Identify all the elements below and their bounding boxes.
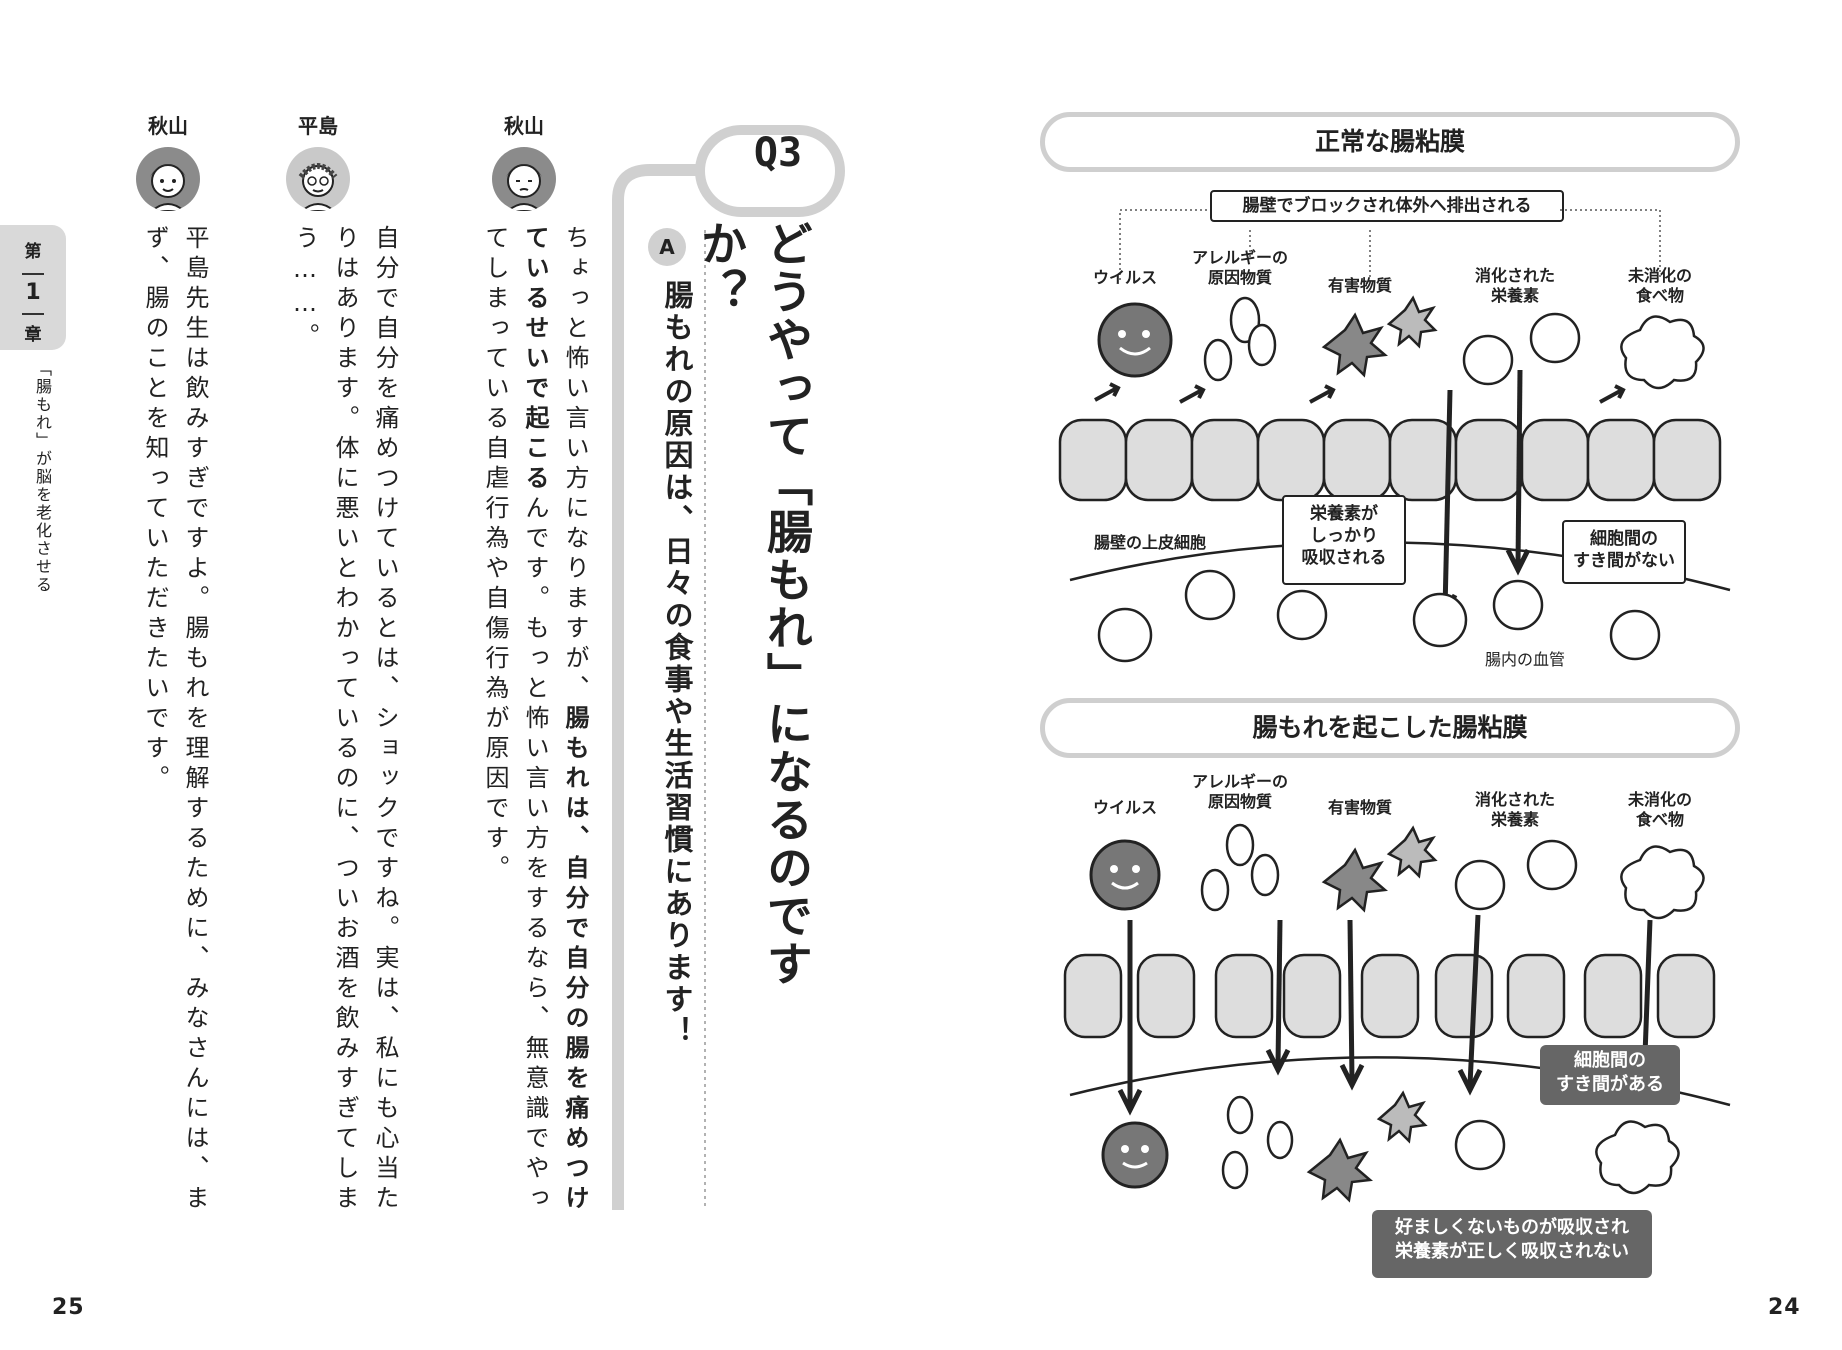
paragraph-1-emphasis: 腸もれは、自分で自分の腸を痛めつけているせいで起こる: [521, 225, 589, 1215]
harmful-substance-icon: [1321, 312, 1388, 378]
nutrient-icon: [1454, 859, 1506, 911]
vessel-label: 腸内の血管: [1484, 650, 1565, 669]
block-bracket: [1119, 209, 1661, 280]
avatar: [136, 147, 200, 211]
virus-icon: [1101, 1121, 1169, 1189]
absorb-arrow-icon: [1442, 389, 1453, 611]
leak-arrow-icon: [1467, 914, 1481, 1086]
bottom-panel-heading: 腸もれを起こした腸粘膜: [1040, 698, 1740, 758]
allergen-icon: [1225, 823, 1255, 867]
chapter-title: 「腸もれ」が脳を老化させる: [33, 360, 52, 594]
top-panel-heading: 正常な腸粘膜: [1040, 112, 1740, 172]
label-nutrient: 消化された 栄養素: [1474, 790, 1555, 829]
undigested-food-icon: [1620, 315, 1705, 390]
speaker-hirashima: 平島: [278, 110, 358, 211]
question-frame: [612, 125, 845, 1210]
leak-arrow-icon: [1347, 919, 1355, 1081]
virus-icon: [1097, 302, 1173, 378]
answer-badge: A: [648, 228, 686, 266]
leaky-mucosa-illustration: [1063, 823, 1731, 1203]
blocked-arrow-icon: [1599, 384, 1626, 404]
leak-arrow-icon: [1275, 919, 1283, 1066]
speaker-name: 平島: [298, 114, 338, 138]
label-harmful: 有害物質: [1327, 798, 1392, 817]
allergen-icon: [1200, 868, 1230, 912]
paragraph-1-end: んです。もっと怖い言い方をするなら、無意識でやってしまっている自虐行為や自傷行為…: [481, 225, 549, 1215]
question-title: どうやって「腸もれ」になるのですか？: [694, 220, 814, 988]
chapter-tab: 第 1 章: [0, 225, 66, 350]
label-virus: ウイルス: [1092, 268, 1157, 287]
label-allergen: アレルギーの 原因物質: [1191, 248, 1288, 287]
paragraph-1-start: ちょっと怖い言い方になりますが、: [561, 225, 589, 705]
harmful-substance-icon: [1386, 295, 1438, 349]
undigested-food-icon: [1620, 845, 1705, 920]
blocked-arrow-icon: [1309, 384, 1336, 404]
allergen-icon: [1203, 338, 1233, 382]
speaker-name: 秋山: [148, 114, 188, 138]
paragraph-3: 平島先生は飲みすぎですよ。腸もれを理解するために、みなさんには、まず、腸のことを…: [141, 225, 209, 1215]
absorb-arrow-icon: [1515, 369, 1523, 566]
page-number-right: 24: [1768, 1295, 1801, 1320]
leak-arrow-icon: [1642, 919, 1653, 1056]
avatar: [286, 147, 350, 211]
epithelial-cells-gapped: [1063, 953, 1716, 1039]
absorb-bubble: 栄養素が しっかり 吸収される: [1282, 495, 1406, 585]
chapter-tab-bottom: 章: [24, 325, 42, 345]
blocked-arrow-icon: [1179, 384, 1206, 404]
label-allergen: アレルギーの 原因物質: [1191, 772, 1288, 811]
label-nutrient: 消化された 栄養素: [1474, 266, 1555, 305]
avatar: [492, 147, 556, 211]
harmful-substance-icon: [1321, 847, 1388, 913]
paragraph-2: 自分で自分を痛めつけているとは、ショックですね。実は、私にも心当たりはあります。…: [291, 225, 399, 1215]
gap-none-label: 細胞間の すき間がない: [1562, 520, 1686, 584]
page-number-left: 25: [52, 1295, 85, 1320]
harmful-substance-icon: [1386, 825, 1438, 879]
paragraph-1: ちょっと怖い言い方になりますが、腸もれは、自分で自分の腸を痛めつけているせいで起…: [425, 225, 595, 1225]
chapter-number: 1: [25, 280, 41, 305]
label-harmful: 有害物質: [1327, 276, 1392, 295]
label-undigested: 未消化の 食べ物: [1627, 266, 1692, 305]
answer-text: 腸もれの原因は、日々の食事や生活習慣にあります！: [660, 280, 694, 1048]
allergen-icon: [1247, 323, 1277, 367]
allergen-icon: [1250, 853, 1280, 897]
nutrient-icon: [1526, 839, 1578, 891]
result-label: 好ましくないものが吸収され 栄養素が正しく吸収されない: [1372, 1210, 1652, 1278]
chapter-tab-line: [22, 273, 44, 275]
speaker-akiyama-2: 秋山: [128, 110, 208, 211]
nutrient-icon: [1462, 334, 1514, 386]
chapter-tab-line: [22, 313, 44, 315]
speaker-name: 秋山: [504, 114, 544, 138]
chapter-tab-top: 第: [24, 242, 42, 262]
label-virus: ウイルス: [1092, 798, 1157, 817]
speaker-akiyama-1: 秋山: [484, 110, 564, 211]
virus-icon: [1089, 839, 1161, 911]
label-undigested: 未消化の 食べ物: [1627, 790, 1692, 829]
question-badge: Q3: [753, 130, 803, 176]
block-label: 腸壁でブロックされ体外へ排出される: [1210, 190, 1564, 222]
blocked-arrow-icon: [1094, 382, 1121, 402]
epithelium-label: 腸壁の上皮細胞: [1093, 533, 1206, 552]
normal-mucosa-illustration: [1058, 295, 1731, 663]
epithelial-cells: [1058, 418, 1722, 502]
nutrient-icon: [1529, 312, 1581, 364]
gap-present-label: 細胞間の すき間がある: [1540, 1045, 1680, 1105]
